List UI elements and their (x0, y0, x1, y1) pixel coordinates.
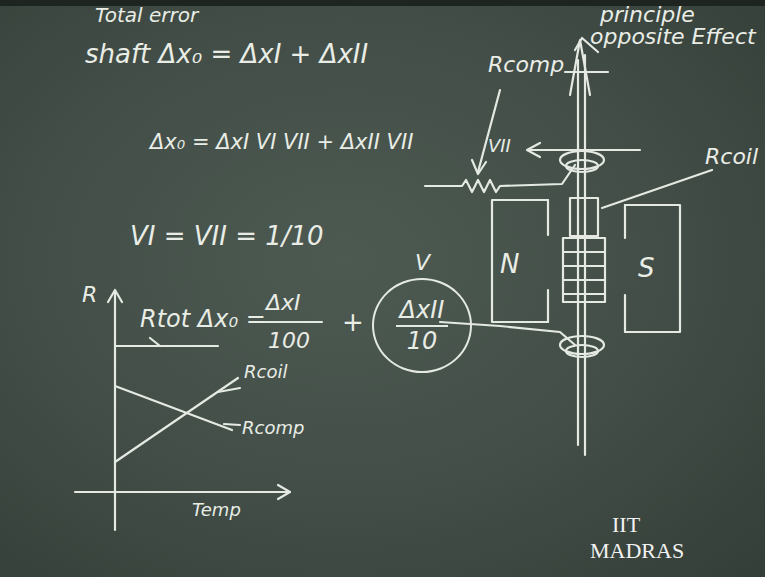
chalk-text: Rtot Δx₀ = (140, 306, 266, 334)
chalk-text: Rcoil (244, 362, 287, 383)
chalk-text: ΔxI (266, 290, 301, 315)
chalk-text: V (415, 250, 430, 275)
chalk-text: Total error (95, 4, 198, 27)
circled-term: ΔxII10 (372, 278, 472, 373)
chalk-text: Rcomp (488, 52, 564, 77)
chalk-text: opposite Effect (590, 24, 756, 49)
chalk-text: + (342, 308, 364, 338)
chalk-text: Temp (192, 500, 241, 521)
chalk-text: Rcoil (705, 144, 758, 169)
chalk-text: VI = VII = 1/10 (130, 222, 324, 252)
chalk-text: VII (488, 136, 511, 157)
chalk-text: Rcomp (242, 418, 304, 439)
watermark: MADRAS (590, 538, 684, 563)
chalk-text: N (500, 250, 519, 280)
chalk-text: shaft Δx₀ = ΔxI + ΔxII (85, 40, 368, 70)
numerator: ΔxII (396, 296, 449, 327)
chalk-text: R (82, 282, 97, 307)
watermark: IIT (612, 512, 640, 537)
chalk-text: Δx₀ = ΔxI VI VII + ΔxII VII (150, 130, 413, 154)
chalk-text: 100 (268, 328, 310, 353)
chalk-text: principle (600, 2, 695, 27)
chalk-text: S (638, 254, 655, 284)
denominator: 10 (403, 327, 442, 356)
